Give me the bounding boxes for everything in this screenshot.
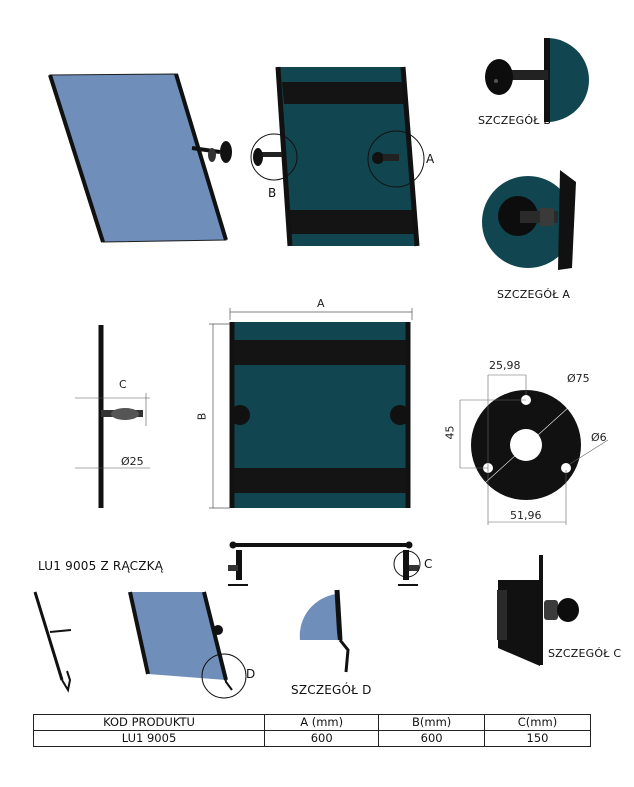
table-header-row: KOD PRODUKTU A (mm) B(mm) C(mm) — [32, 714, 592, 731]
handle-front-view — [128, 591, 247, 699]
spec-table: KOD PRODUKTU A (mm) B(mm) C(mm) LU1 9005… — [32, 714, 592, 747]
detail-c-view — [497, 555, 579, 666]
dim-hole-spacing: 51,96 — [510, 509, 542, 522]
callout-d: D — [246, 667, 256, 681]
table-header-cell: B(mm) — [378, 714, 485, 731]
dim-hole-offset-x: 25,98 — [489, 359, 521, 372]
mounting-plate-view — [459, 374, 609, 525]
detail-b-label: SZCZEGÓŁ B — [478, 114, 552, 127]
detail-c-label: SZCZEGÓŁ C — [548, 647, 622, 660]
detail-d-label: SZCZEGÓŁ D — [291, 683, 372, 697]
detail-d-view — [299, 589, 350, 673]
table-header-cell: KOD PRODUKTU — [32, 714, 266, 731]
table-cell: 600 — [378, 730, 485, 747]
table-cell: LU1 9005 — [32, 730, 266, 747]
table-row: LU1 9005 600 600 150 — [32, 730, 592, 747]
dim-height: B — [195, 412, 209, 421]
dim-width: A — [317, 297, 325, 310]
perspective-view-left — [48, 73, 232, 243]
table-cell: 150 — [483, 730, 592, 747]
table-header-cell: A (mm) — [264, 714, 380, 731]
detail-a-label: SZCZEGÓŁ A — [497, 288, 571, 301]
variant-label: LU1 9005 Z RĄCZKĄ — [38, 559, 164, 573]
table-cell: 600 — [264, 730, 380, 747]
top-view — [228, 541, 421, 586]
dim-plate-dia: Ø75 — [567, 372, 590, 385]
side-view — [75, 325, 150, 508]
front-view — [209, 308, 413, 509]
callout-b: B — [268, 186, 277, 200]
dim-hole-dia: Ø6 — [591, 431, 607, 444]
detail-a-view — [482, 170, 576, 270]
perspective-view-teal — [250, 66, 425, 247]
dim-tube-dia: Ø25 — [121, 455, 144, 468]
dim-hole-offset-y: 45 — [443, 425, 457, 440]
callout-a: A — [426, 152, 435, 166]
handle-side-view — [33, 591, 72, 693]
detail-b-view — [485, 38, 589, 122]
dim-depth: C — [119, 378, 127, 391]
callout-c: C — [424, 557, 433, 571]
table-header-cell: C(mm) — [483, 714, 592, 731]
